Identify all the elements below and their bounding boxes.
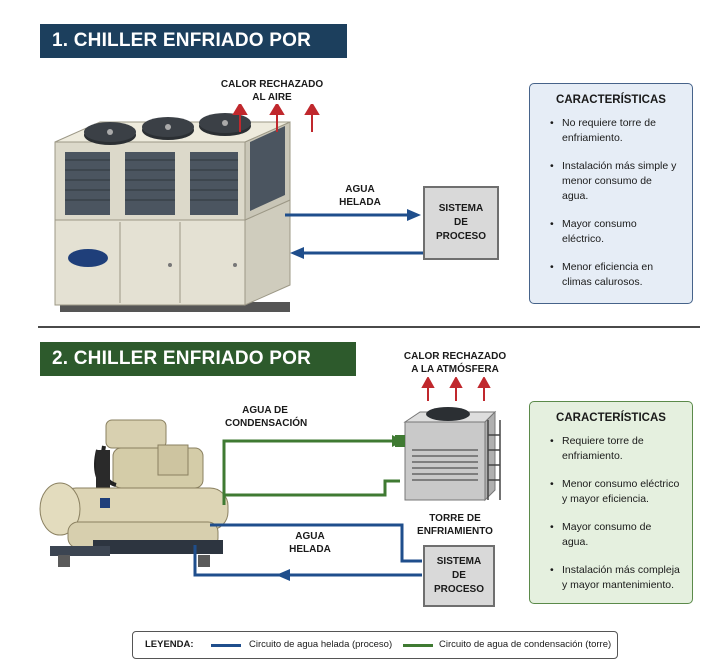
legend-swatch-chilled <box>211 644 241 647</box>
process-system-box-1: SISTEMA DE PROCESO <box>423 186 499 260</box>
panel-title: CARACTERÍSTICAS <box>556 94 666 106</box>
process-line1: SISTEMA <box>436 556 482 567</box>
fan-icon <box>199 113 251 136</box>
logo-icon <box>100 498 110 508</box>
heat-label-line1: CALOR RECHAZADO <box>220 79 324 90</box>
section-divider <box>38 326 700 328</box>
heat-arrows-icon <box>232 104 320 132</box>
tower-label-line2: ENFRIAMIENTO <box>417 526 493 537</box>
process-line2: DE <box>452 570 466 581</box>
characteristics-list: No requiere torre de enfriamiento. Insta… <box>542 116 680 290</box>
process-line2: DE <box>454 217 468 228</box>
tower-label-line1: TORRE DE <box>429 513 481 524</box>
water-label-line2: HELADA <box>289 544 331 555</box>
list-item: Mayor consumo eléctrico. <box>550 217 680 247</box>
legend: LEYENDA: Circuito de agua helada (proces… <box>132 631 618 659</box>
heat-rejected-atmosphere-label: CALOR RECHAZADO A LA ATMÓSFERA <box>400 350 510 376</box>
heat-arrows-icon <box>421 377 491 401</box>
process-line3: PROCESO <box>435 231 486 242</box>
water-cooled-chiller-illustration <box>39 419 229 567</box>
section1-title: 1. CHILLER ENFRIADO POR AIRE <box>40 24 347 85</box>
air-cooled-chiller-illustration <box>54 113 291 312</box>
list-item: Instalación más simple y menor consumo d… <box>550 159 680 204</box>
characteristics-panel-water: CARACTERÍSTICAS Requiere torre de enfria… <box>529 401 693 604</box>
list-item: Menor eficiencia en climas calurosos. <box>550 260 680 290</box>
chilled-water-label-1: AGUA HELADA <box>330 183 390 209</box>
cooling-tower-label: TORRE DE ENFRIAMIENTO <box>410 512 500 538</box>
process-line1: SISTEMA <box>438 203 484 214</box>
heat-rejected-air-label: CALOR RECHAZADO AL AIRE <box>212 78 332 104</box>
list-item: No requiere torre de enfriamiento. <box>550 116 680 146</box>
fan-icon <box>84 122 136 145</box>
fan-icon <box>426 407 470 421</box>
heat-label-line2: A LA ATMÓSFERA <box>411 364 499 375</box>
water-label-line2: HELADA <box>339 197 381 208</box>
panel-title: CARACTERÍSTICAS <box>556 412 666 424</box>
chilled-water-arrows-1 <box>285 209 425 259</box>
fan-icon <box>142 117 194 140</box>
cond-label-line2: CONDENSACIÓN <box>225 418 308 429</box>
cond-label-line1: AGUA DE <box>242 405 288 416</box>
piping-circuits-2 <box>193 435 422 581</box>
heat-label-line1: CALOR RECHAZADO <box>403 351 507 362</box>
list-item: Instalación más compleja y mayor manteni… <box>550 563 680 593</box>
legend-title: LEYENDA: <box>145 639 194 650</box>
cooling-tower-illustration <box>403 407 501 502</box>
process-line3: PROCESO <box>433 584 484 595</box>
legend-item-condenser: Circuito de agua de condensación (torre) <box>439 639 612 650</box>
process-system-box-2: SISTEMA DE PROCESO <box>423 545 495 607</box>
chilled-water-label-2: AGUA HELADA <box>280 530 340 556</box>
characteristics-panel-air: CARACTERÍSTICAS No requiere torre de enf… <box>529 83 693 304</box>
heat-label-line2: AL AIRE <box>252 92 292 103</box>
water-label-line1: AGUA <box>295 531 325 542</box>
carrier-logo-icon <box>68 249 108 267</box>
list-item: Requiere torre de enfriamiento. <box>550 434 680 464</box>
list-item: Menor consumo eléctrico y mayor eficienc… <box>550 477 680 507</box>
section2-title: 2. CHILLER ENFRIADO POR AGUA <box>40 342 356 403</box>
legend-swatch-condenser <box>403 644 433 647</box>
water-label-line1: AGUA <box>345 184 375 195</box>
list-item: Mayor consumo de agua. <box>550 520 680 550</box>
condenser-water-label: AGUA DE CONDENSACIÓN <box>225 404 308 430</box>
characteristics-list: Requiere torre de enfriamiento. Menor co… <box>542 434 680 593</box>
legend-item-chilled: Circuito de agua helada (proceso) <box>249 639 393 650</box>
